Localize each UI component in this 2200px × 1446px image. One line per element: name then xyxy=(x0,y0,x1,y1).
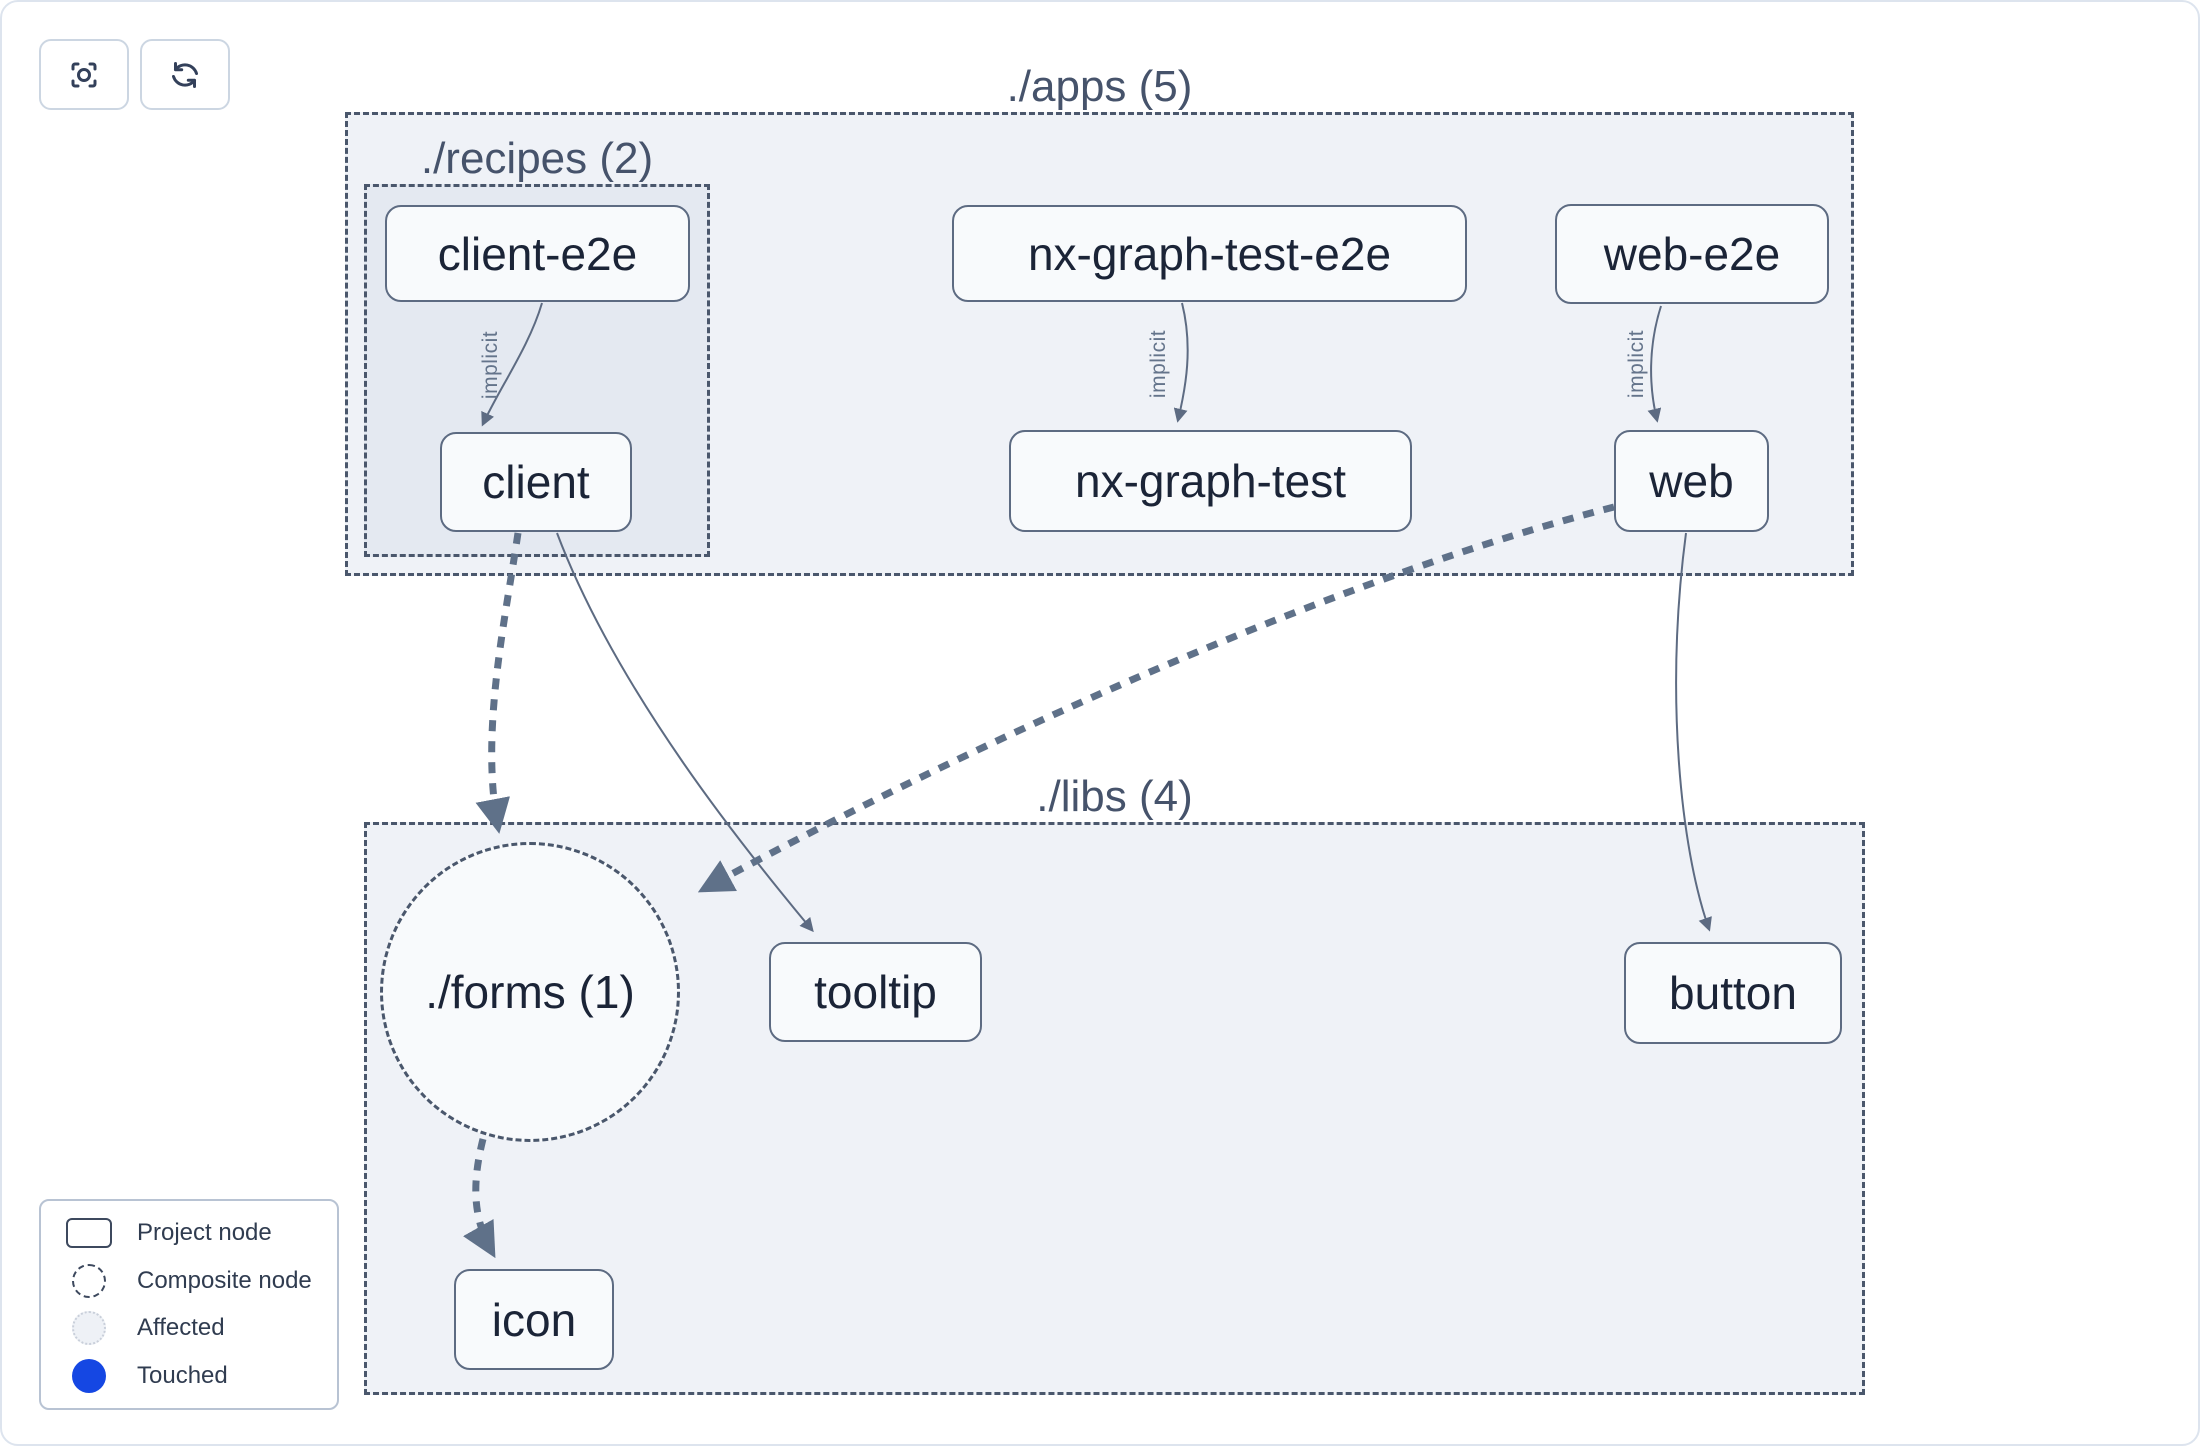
node-icon[interactable]: icon xyxy=(454,1269,614,1370)
focus-button[interactable] xyxy=(39,39,129,110)
node-web[interactable]: web xyxy=(1614,430,1769,532)
legend-label: Project node xyxy=(137,1219,272,1247)
group-apps-label: ./apps (5) xyxy=(1006,62,1193,111)
node-client-e2e[interactable]: client-e2e xyxy=(385,205,690,302)
legend-label: Composite node xyxy=(137,1266,312,1294)
affected-icon xyxy=(72,1311,106,1346)
legend-row-composite-node: Composite node xyxy=(41,1260,337,1302)
node-button[interactable]: button xyxy=(1624,942,1842,1044)
edge-web-e2e-to-web[interactable] xyxy=(1647,305,1662,423)
node-button-label: button xyxy=(1669,967,1797,1019)
composite-node-forms-label: ./forms (1) xyxy=(425,966,635,1018)
edge-client-e2e-to-client[interactable] xyxy=(481,302,543,427)
node-nx-graph-test-label: nx-graph-test xyxy=(1074,455,1346,507)
node-icon-label: icon xyxy=(491,1293,577,1346)
composite-node-forms[interactable]: ./forms (1) xyxy=(380,842,680,1142)
edge-web-to-button[interactable] xyxy=(1675,532,1712,932)
edge-web-to-forms[interactable] xyxy=(697,503,1615,893)
refresh-icon xyxy=(172,61,198,88)
edge-nx-graph-test-e2e-to-nx-graph-test[interactable] xyxy=(1173,302,1189,423)
legend-row-project-node: Project node xyxy=(41,1212,337,1254)
legend-label: Affected xyxy=(137,1314,225,1342)
node-nx-graph-test[interactable]: nx-graph-test xyxy=(1009,430,1412,532)
legend: Project node Composite node Affected Tou… xyxy=(39,1199,339,1410)
legend-row-affected: Affected xyxy=(41,1307,337,1349)
node-web-e2e[interactable]: web-e2e xyxy=(1555,204,1829,304)
node-tooltip-label: tooltip xyxy=(814,966,937,1018)
node-nx-graph-test-e2e[interactable]: nx-graph-test-e2e xyxy=(952,205,1467,302)
group-libs-label: ./libs (4) xyxy=(1036,772,1193,821)
focus-icon xyxy=(71,62,97,87)
node-client-label: client xyxy=(482,456,590,508)
edge-client-to-tooltip[interactable] xyxy=(556,532,814,933)
edge-forms-to-icon[interactable] xyxy=(463,1138,496,1259)
refresh-button[interactable] xyxy=(140,39,230,110)
touched-icon xyxy=(72,1358,106,1393)
group-recipes-label: ./recipes (2) xyxy=(420,134,654,183)
node-web-label: web xyxy=(1649,455,1734,507)
legend-label: Touched xyxy=(137,1361,228,1389)
node-web-e2e-label: web-e2e xyxy=(1603,228,1781,280)
edge-client-to-forms[interactable] xyxy=(475,532,522,834)
composite-node-icon xyxy=(72,1263,106,1298)
node-client[interactable]: client xyxy=(440,432,632,532)
node-nx-graph-test-e2e-label: nx-graph-test-e2e xyxy=(1027,227,1392,280)
legend-row-touched: Touched xyxy=(41,1355,337,1397)
project-node-icon xyxy=(66,1218,112,1249)
node-tooltip[interactable]: tooltip xyxy=(769,942,982,1042)
node-client-e2e-label: client-e2e xyxy=(437,227,638,280)
